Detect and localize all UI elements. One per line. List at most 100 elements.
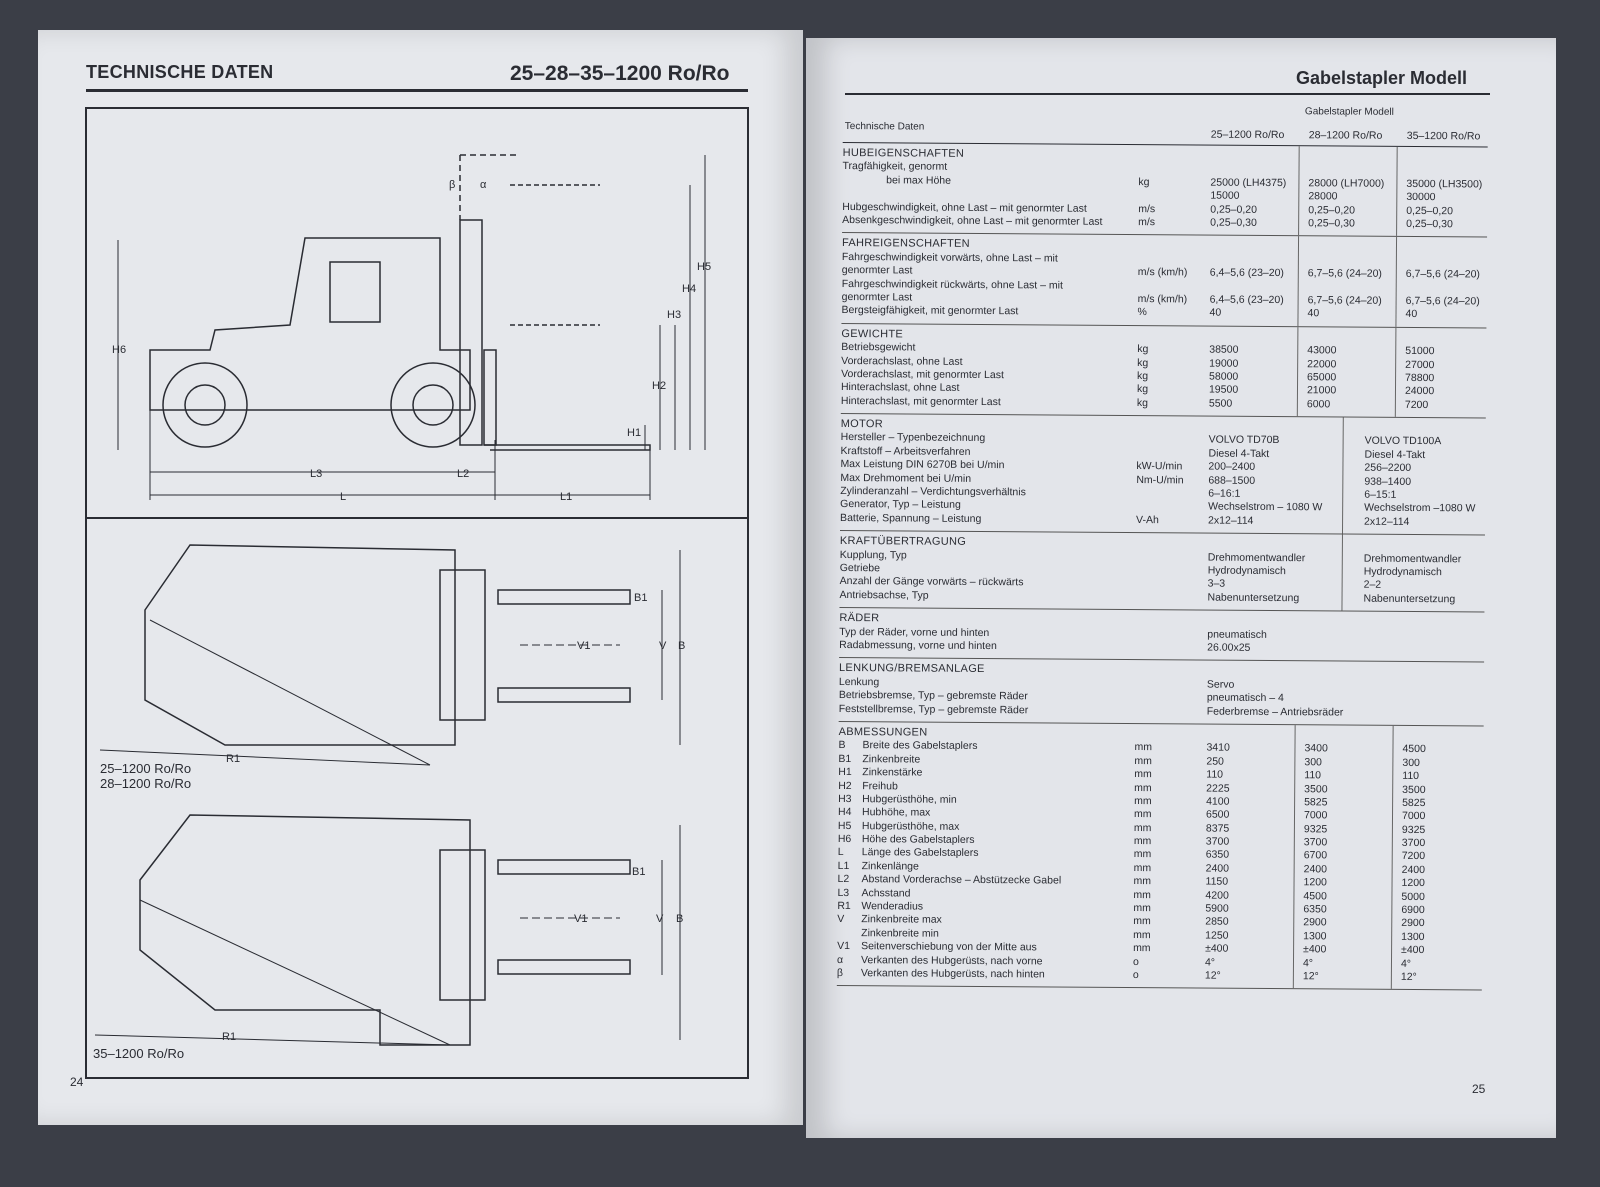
row-value: 938–1400: [1364, 475, 1412, 488]
row-code: H1: [838, 766, 852, 779]
row-value: 6900: [1401, 903, 1425, 917]
row-value: 7000: [1401, 810, 1426, 823]
row-label: bei max Höhe: [842, 173, 952, 187]
row-value: ±400: [1205, 942, 1229, 955]
row-label: Verkanten des Hubgerüsts, nach vorne: [860, 953, 1043, 968]
row-unit: mm: [1133, 875, 1152, 888]
dim-label-r1: R1: [226, 753, 240, 765]
title-rule: [86, 89, 748, 92]
row-code: L1: [837, 859, 850, 872]
row-unit: kg: [1137, 356, 1149, 369]
drawing-frame: [85, 107, 749, 1079]
row-value: 65000: [1307, 371, 1337, 384]
row-label: Hubhöhe, max: [861, 806, 931, 819]
row-unit: mm: [1133, 902, 1151, 915]
dim-label-l1: L1: [560, 491, 572, 503]
row-label: Zinkenbreite min: [861, 926, 939, 940]
row-value: 3–3: [1207, 577, 1226, 591]
row-label: Länge des Gabelstaplers: [861, 846, 979, 860]
row-label: Betriebsgewicht: [841, 341, 916, 354]
row-value: 0,25–0,20: [1210, 203, 1258, 216]
row-label: Verkanten des Hubgerüsts, nach hinten: [860, 967, 1045, 981]
row-value: 4°: [1204, 956, 1216, 969]
row-unit: kg: [1136, 396, 1149, 409]
row-unit: m/s: [1138, 202, 1156, 215]
dim-label-h2: H2: [652, 380, 666, 392]
row-value: VOLVO TD70B: [1208, 434, 1280, 447]
row-value: 38500: [1209, 343, 1239, 356]
row-value: 2900: [1303, 916, 1327, 929]
row-value: 27000: [1405, 358, 1435, 371]
row-value: Nabenuntersetzung: [1207, 591, 1300, 604]
row-value: 9325: [1401, 823, 1426, 836]
row-value: 12°: [1400, 970, 1417, 984]
row-label: Radabmessung, vorne und hinten: [839, 638, 997, 653]
row-label: Zinkenbreite max: [861, 913, 942, 927]
row-label: Batterie, Spannung – Leistung: [840, 511, 982, 525]
row-value: 5900: [1205, 902, 1229, 915]
row-code: R1: [837, 900, 851, 913]
dim-label-l: L: [340, 491, 346, 503]
row-value: 6,7–5,6 (24–20): [1307, 294, 1382, 307]
row-value: Servo: [1206, 678, 1235, 691]
right-page: [806, 38, 1556, 1138]
dim-label-b: B: [678, 640, 685, 652]
row-value: 6–16:1: [1208, 487, 1241, 500]
left-page: [38, 30, 803, 1125]
row-label: Lenkung: [838, 675, 880, 689]
row-value: VOLVO TD100A: [1364, 435, 1442, 448]
row-value: 4500: [1402, 743, 1426, 756]
row-label: Höhe des Gabelstaplers: [861, 833, 975, 847]
row-value: 7200: [1404, 398, 1429, 411]
row-label: Absenkgeschwindigkeit, ohne Last – mit g…: [842, 213, 1103, 228]
row-value: Wechselstrom –1080 W: [1364, 502, 1476, 515]
row-label: Getriebe: [839, 562, 881, 575]
row-unit: m/s: [1138, 216, 1156, 229]
row-value: 58000: [1209, 370, 1239, 383]
forklift-top-view-1: [99, 544, 681, 766]
row-value: 0,25–0,20: [1308, 203, 1356, 217]
row-label: Freihub: [862, 779, 898, 792]
row-value: 2400: [1401, 863, 1426, 876]
row-label: genormter Last: [841, 264, 913, 277]
row-value: 2900: [1401, 917, 1425, 930]
row-value: 43000: [1307, 344, 1337, 357]
row-value: 1200: [1303, 876, 1327, 889]
dim-label-b1-2: B1: [632, 866, 645, 878]
row-unit: mm: [1133, 821, 1152, 834]
row-unit: mm: [1133, 835, 1152, 848]
page-number-right: 25: [1472, 1082, 1486, 1096]
row-unit: mm: [1133, 942, 1151, 955]
row-value: Federbremse – Antriebsräder: [1206, 705, 1344, 719]
row-value: 5825: [1402, 796, 1426, 810]
dim-label-l3: L3: [310, 468, 322, 480]
row-value: 28000: [1308, 190, 1338, 203]
row-value: 0,25–0,30: [1210, 216, 1257, 229]
row-label: Anzahl der Gänge vorwärts – rückwärts: [839, 575, 1024, 589]
row-value: 9325: [1303, 822, 1328, 836]
dim-label-h1: H1: [627, 427, 641, 439]
row-value: 30000: [1406, 191, 1436, 204]
row-label: Kupplung, Typ: [839, 548, 907, 562]
dim-label-b-2: B: [676, 913, 683, 925]
row-unit: mm: [1133, 928, 1151, 941]
row-value: 3500: [1304, 782, 1328, 795]
front-wheel: [390, 362, 476, 448]
dim-label-b1: B1: [634, 592, 647, 604]
row-label: genormter Last: [841, 290, 913, 304]
row-unit: mm: [1134, 768, 1152, 781]
row-value: 300: [1304, 755, 1322, 769]
row-label: Kraftstoff – Arbeitsverfahren: [840, 444, 971, 458]
row-value: 2400: [1205, 862, 1230, 875]
row-value: 3400: [1304, 742, 1328, 755]
row-value: 24000: [1404, 385, 1435, 398]
row-code: H5: [837, 819, 852, 832]
row-label: Zinkenbreite: [862, 752, 921, 766]
dim-label-v1-2: V1: [574, 913, 587, 925]
right-page-title: Gabelstapler Modell: [1296, 68, 1468, 88]
row-value: 3500: [1402, 783, 1426, 796]
row-unit: o: [1132, 969, 1139, 982]
